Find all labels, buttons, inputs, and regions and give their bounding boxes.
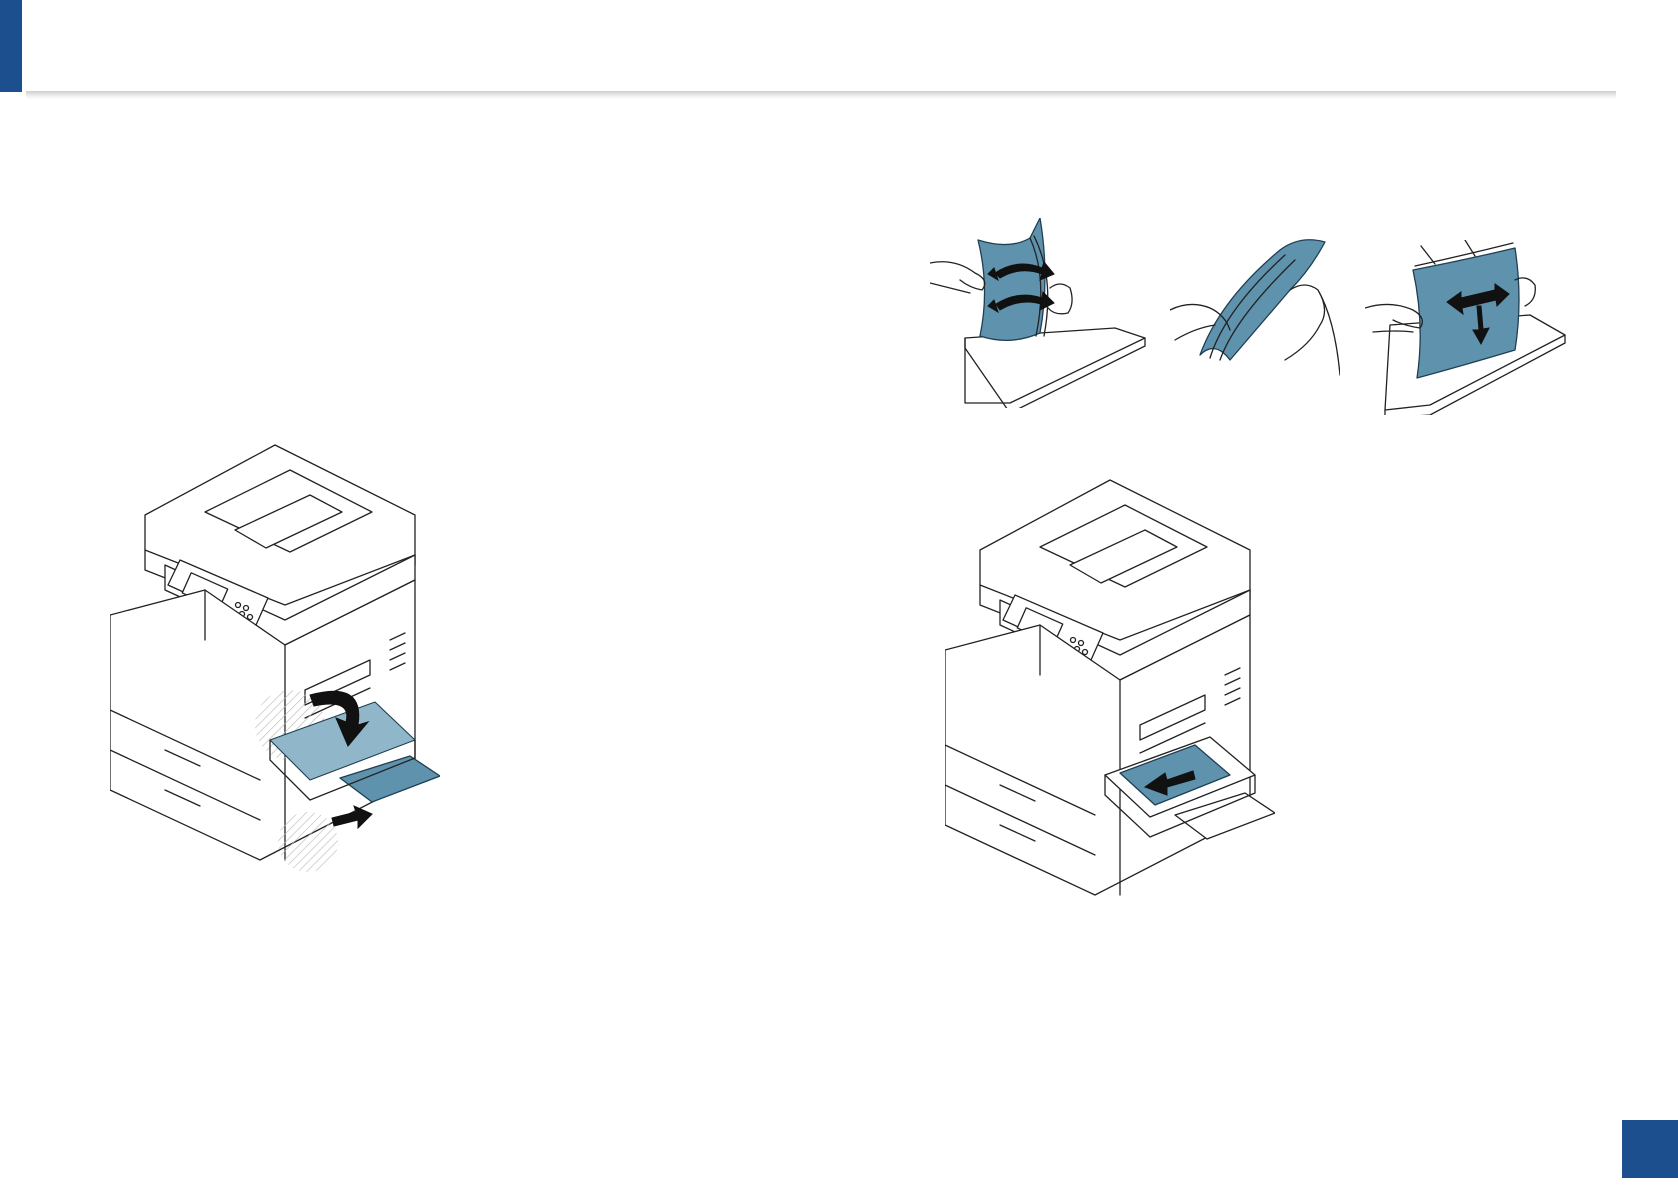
align-paper-stack-illustration [1365, 240, 1575, 415]
fan-paper-illustration [930, 218, 1150, 408]
header-divider [26, 91, 1616, 99]
load-paper-multipurpose-tray-illustration [945, 475, 1275, 945]
page-number-badge [1622, 1120, 1678, 1178]
open-multipurpose-tray-illustration [110, 440, 440, 910]
flex-paper-illustration [1170, 230, 1340, 380]
header-accent-tab [0, 0, 22, 92]
